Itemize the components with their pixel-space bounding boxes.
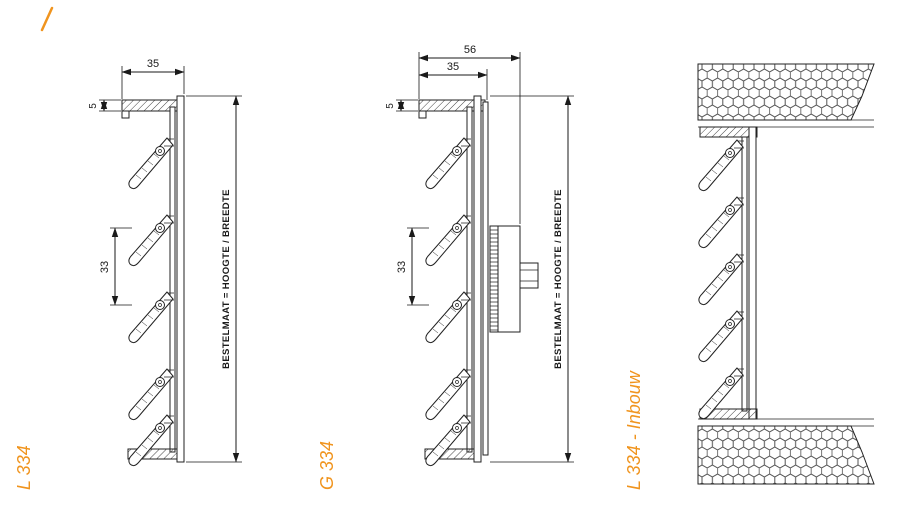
corner-accent-mark bbox=[40, 6, 54, 32]
clamp-ribs bbox=[489, 225, 499, 333]
panel-title: L 334 bbox=[14, 445, 34, 490]
dim-thickness-label: 5 bbox=[385, 103, 396, 109]
frame-outer-plate bbox=[748, 126, 757, 420]
frame-outer-plate bbox=[176, 95, 185, 463]
clamp-tongue bbox=[519, 262, 539, 289]
dim-pitch-label: 33 bbox=[396, 261, 408, 273]
dim-thickness-label: 5 bbox=[88, 103, 99, 109]
frame-rail bbox=[466, 106, 473, 453]
louvre-blade bbox=[698, 253, 745, 306]
frame-top-cap bbox=[699, 126, 758, 138]
clamp-tongue-detail bbox=[520, 269, 538, 282]
frame-rail bbox=[169, 106, 176, 453]
frame-rail bbox=[741, 136, 748, 412]
louvre-blade bbox=[425, 291, 472, 344]
louvre-profile bbox=[418, 95, 539, 467]
frame-outer-plate bbox=[473, 95, 482, 463]
dimension-annotations: 56 35 5 33 BESTELMAAT = HOOGTE / BREEDTE bbox=[385, 44, 574, 463]
dim-order-size-label: BESTELMAAT = HOOGTE / BREEDTE bbox=[221, 189, 232, 369]
louvre-blade bbox=[698, 196, 745, 249]
dim-width-label: 35 bbox=[447, 61, 459, 73]
wall-section-bottom bbox=[697, 425, 875, 485]
clamp-block bbox=[497, 225, 521, 333]
reveal-lines-bottom bbox=[698, 418, 874, 427]
louvre-blade bbox=[425, 137, 472, 190]
panel-g334: 56 35 5 33 BESTELMAAT = HOOGTE / BREEDTE… bbox=[317, 44, 574, 490]
dim-order-size-label: BESTELMAAT = HOOGTE / BREEDTE bbox=[553, 189, 564, 369]
panel-l334-inbouw: L 334 - Inbouw bbox=[624, 63, 875, 490]
dim-pitch-label: 33 bbox=[99, 261, 111, 273]
louvre-blade bbox=[128, 291, 175, 344]
louvre-profile bbox=[698, 126, 758, 420]
glass-plate bbox=[482, 101, 489, 456]
panel-l334: 35 5 33 BESTELMAAT = HOOGTE / BREEDTE L … bbox=[14, 58, 242, 490]
louvre-blade bbox=[128, 214, 175, 267]
reveal-lines-top bbox=[698, 119, 874, 128]
extension-lines bbox=[99, 66, 242, 463]
louvre-blade bbox=[425, 214, 472, 267]
louvre-blade bbox=[698, 139, 745, 192]
panel-title: L 334 - Inbouw bbox=[624, 370, 644, 490]
dimension-annotations: 35 5 33 BESTELMAAT = HOOGTE / BREEDTE bbox=[88, 58, 242, 463]
dim-overall-width-label: 56 bbox=[464, 44, 476, 56]
panel-title: G 334 bbox=[317, 441, 337, 490]
dim-width-label: 35 bbox=[147, 58, 159, 70]
frame-top-lip bbox=[418, 110, 427, 119]
louvre-blade bbox=[698, 310, 745, 363]
louvre-blade bbox=[128, 137, 175, 190]
wall-section-top bbox=[697, 63, 875, 121]
frame-top-lip bbox=[121, 110, 130, 119]
frame-bottom-cap bbox=[127, 448, 178, 460]
frame-bottom-cap bbox=[424, 448, 475, 460]
louvre-profile bbox=[121, 95, 185, 467]
louvre-blade bbox=[425, 368, 472, 421]
louvre-blade bbox=[128, 368, 175, 421]
